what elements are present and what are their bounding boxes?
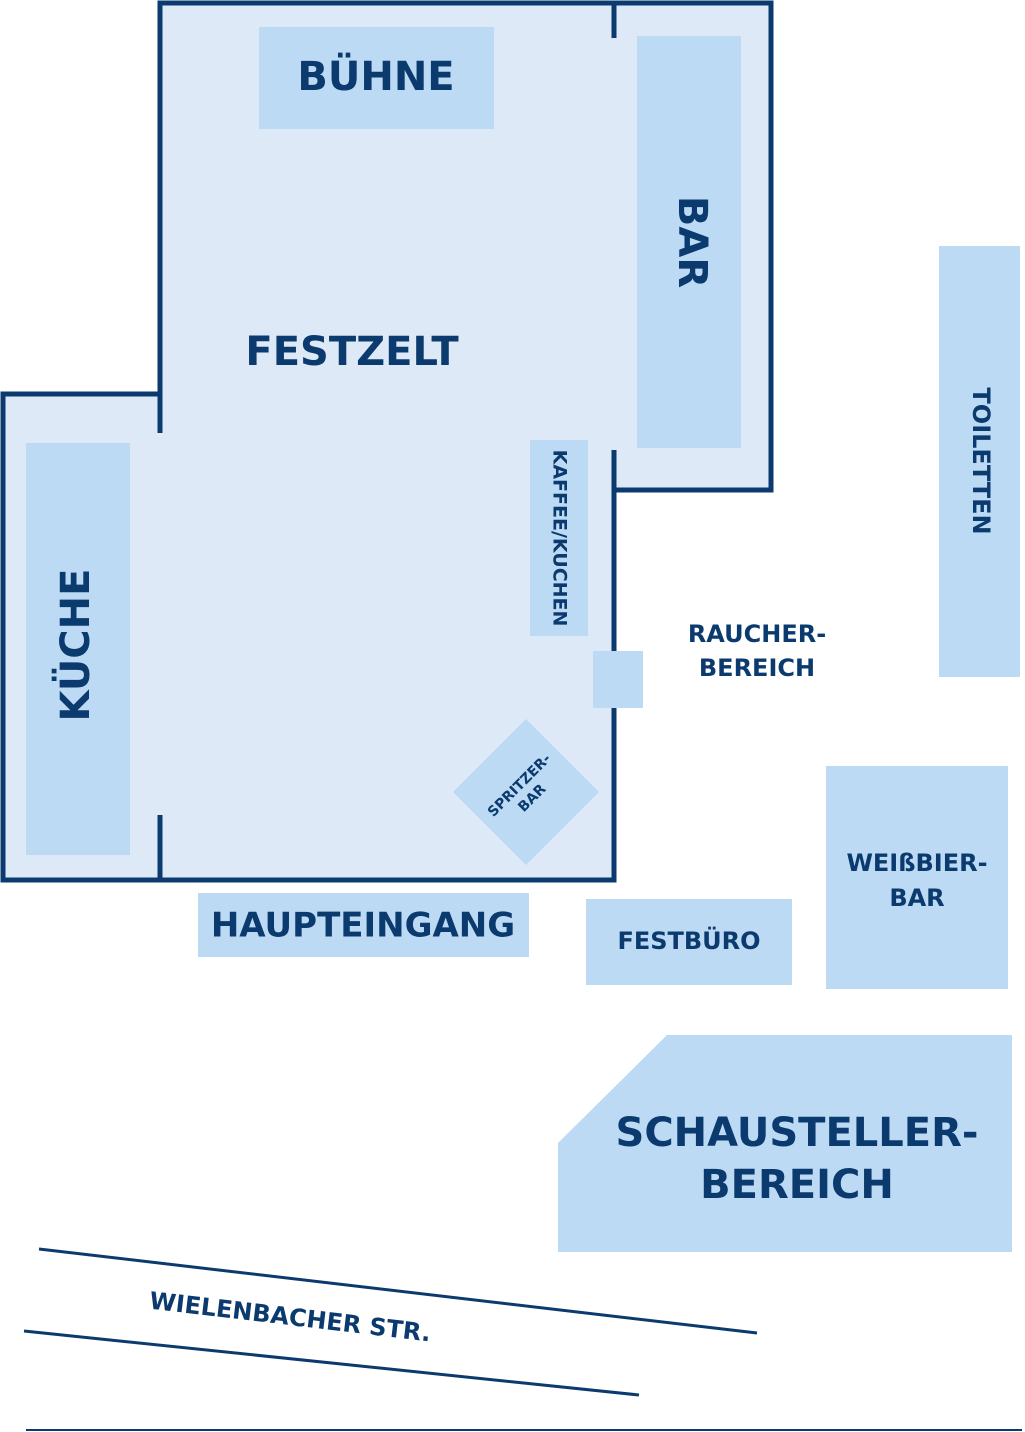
festzelt-label: FESTZELT <box>245 329 459 375</box>
raucher-bereich-line-1: RAUCHER- <box>688 620 826 648</box>
weissbier-bar-line-2: BAR <box>889 884 944 912</box>
schausteller-bereich-area <box>558 1035 1012 1252</box>
street-edge-north <box>38 1247 758 1335</box>
bar-area <box>637 36 741 448</box>
schausteller-bereich-line-1: SCHAUSTELLER- <box>616 1110 979 1156</box>
kueche-area <box>26 443 130 855</box>
toiletten-area <box>939 246 1020 677</box>
wall-north <box>157 0 617 433</box>
spritzer-bar-area <box>453 719 599 865</box>
wall-east-lower <box>0 391 617 883</box>
schausteller-bereich-line-2: BEREICH <box>700 1162 894 1208</box>
raucher-bereich-line-2: BEREICH <box>699 654 815 682</box>
festzelt-floor <box>3 3 771 880</box>
festbuero-area <box>586 899 792 985</box>
haupteingang-area <box>198 893 529 957</box>
wall-bar-side <box>611 0 774 493</box>
street-name-label: WIELENBACHER STR. <box>148 1287 432 1348</box>
buehne-label: BÜHNE <box>297 52 454 100</box>
side-entrance-box <box>593 651 643 708</box>
buehne-area <box>259 27 494 129</box>
kaffee-kuchen-label: KAFFEE/KUCHEN <box>549 450 571 627</box>
raucher-bereich-label: RAUCHER- BEREICH <box>688 620 826 682</box>
wielenbacher-street: WIELENBACHER STR. <box>23 1247 758 1397</box>
bar-label: BAR <box>669 196 715 288</box>
toiletten-label: TOILETTEN <box>967 387 995 534</box>
kueche-label: KÜCHE <box>51 569 99 722</box>
street-edge-south <box>23 1329 640 1397</box>
weissbier-bar-line-1: WEIßBIER- <box>846 849 987 877</box>
kaffee-kuchen-area <box>530 440 588 636</box>
weissbier-bar-area <box>826 766 1008 989</box>
festbuero-label: FESTBÜRO <box>617 925 760 955</box>
festzelt-walls <box>0 0 774 883</box>
haupteingang-label: HAUPTEINGANG <box>211 906 515 946</box>
